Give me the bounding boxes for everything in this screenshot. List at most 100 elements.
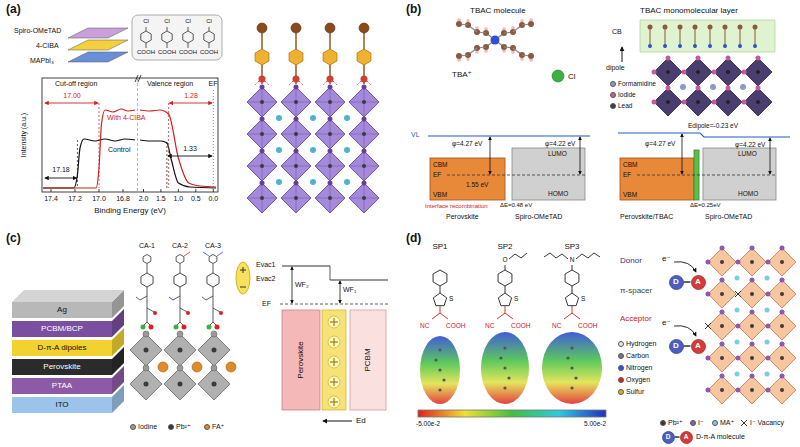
text-label: ΔE=0.48 eV	[500, 202, 532, 209]
node-text: Perovskite	[43, 362, 80, 371]
panel-letter: (b)	[406, 3, 421, 17]
octahedron	[349, 87, 379, 117]
octahedron	[708, 248, 736, 276]
text-label: SP2	[497, 242, 512, 251]
circle-shape	[680, 431, 692, 443]
chlorine	[325, 23, 335, 33]
iodide	[750, 342, 755, 347]
nitrogen	[708, 44, 712, 48]
nitrogen	[738, 44, 742, 48]
lead	[294, 132, 298, 136]
panel-letter: (a)	[6, 3, 21, 17]
node-text: A	[695, 341, 701, 350]
hydrogen-bond	[356, 81, 361, 86]
monolayer-band	[640, 20, 775, 52]
text-label: φ=4.22 eV	[735, 141, 765, 148]
legend-item: Pb²⁺	[660, 419, 683, 427]
control-curve	[140, 140, 216, 188]
text-label: Ed	[356, 416, 366, 425]
iodide	[362, 181, 367, 186]
atom	[570, 366, 573, 369]
legend-item: MA⁺	[712, 419, 734, 427]
text-label: Acceptor	[620, 314, 652, 323]
legend-swatch	[618, 389, 624, 395]
vacancy-mark	[705, 323, 711, 329]
octahedron	[315, 119, 345, 149]
legend-swatch	[712, 420, 718, 426]
axis-tick: 16.8	[116, 195, 130, 203]
octahedron	[744, 88, 772, 116]
atom	[566, 356, 569, 359]
circle-shape	[669, 339, 683, 353]
bond	[505, 265, 506, 270]
iodide	[260, 85, 265, 90]
iodide	[720, 342, 725, 347]
iodide	[682, 100, 687, 105]
cation	[310, 179, 316, 185]
benzene-ring	[323, 49, 337, 65]
carbon	[456, 53, 462, 59]
iodide	[780, 246, 785, 251]
ring	[209, 255, 217, 264]
lead	[260, 196, 264, 200]
hydrogen-bond	[299, 81, 304, 86]
benzene-ring	[565, 270, 579, 286]
cyano	[202, 297, 206, 300]
bond	[173, 296, 180, 300]
text-label: TBA⁺	[452, 70, 472, 79]
octahedron	[768, 280, 796, 308]
legend-item: Hydrogen	[618, 340, 656, 348]
octahedron	[247, 87, 277, 117]
text-label: SP1	[432, 242, 447, 251]
axis-tick: 1.0	[174, 195, 184, 203]
lead	[726, 70, 730, 74]
panel-letter: (c)	[6, 232, 21, 246]
text-label: 17.00	[63, 92, 81, 100]
arrow	[45, 103, 98, 104]
molecule-unit: A	[680, 431, 693, 444]
iodine	[177, 365, 183, 371]
lead	[328, 196, 332, 200]
legend-text: Formamidine	[618, 80, 656, 87]
text-label: 5.00e-2	[584, 420, 606, 427]
iodide	[666, 56, 671, 61]
carbon	[693, 25, 698, 30]
lead	[362, 132, 366, 136]
iodide	[766, 356, 771, 361]
atom	[438, 348, 441, 351]
legend-swatch	[610, 92, 616, 98]
text-label: VBM	[623, 191, 637, 198]
lead	[666, 70, 670, 74]
chlorine	[359, 23, 369, 33]
spiro-band	[512, 148, 585, 200]
lead	[780, 388, 784, 392]
anchor-atom	[207, 325, 212, 330]
bond	[572, 313, 580, 319]
iodide	[666, 86, 671, 91]
octahedron	[315, 151, 345, 181]
iodide	[294, 117, 299, 122]
molecule-unit: D	[662, 431, 675, 444]
legend-item: I⁻ Vacancy	[750, 419, 784, 427]
legend-text: D-π-A molecule	[696, 433, 745, 441]
fermi-level	[280, 304, 388, 305]
iodide	[756, 56, 761, 61]
legend-text: Sulfur	[626, 388, 644, 396]
text-label: N	[570, 256, 575, 263]
carbon	[528, 21, 534, 27]
iodide	[328, 117, 333, 122]
cyano	[136, 297, 140, 300]
cation	[276, 115, 282, 121]
thiophene-ring	[565, 293, 578, 306]
device-layer: Perovskite	[12, 359, 112, 375]
text-label: ΔE=0.25eV	[690, 202, 721, 209]
axis-tick: 17.4	[44, 195, 58, 203]
device-layer: D-π-A dipoles	[12, 340, 112, 356]
control-curve	[43, 139, 135, 188]
octahedron	[281, 87, 311, 117]
lead	[178, 348, 183, 353]
plus-sign	[330, 338, 338, 346]
iodine	[211, 365, 217, 371]
bond	[180, 264, 181, 274]
